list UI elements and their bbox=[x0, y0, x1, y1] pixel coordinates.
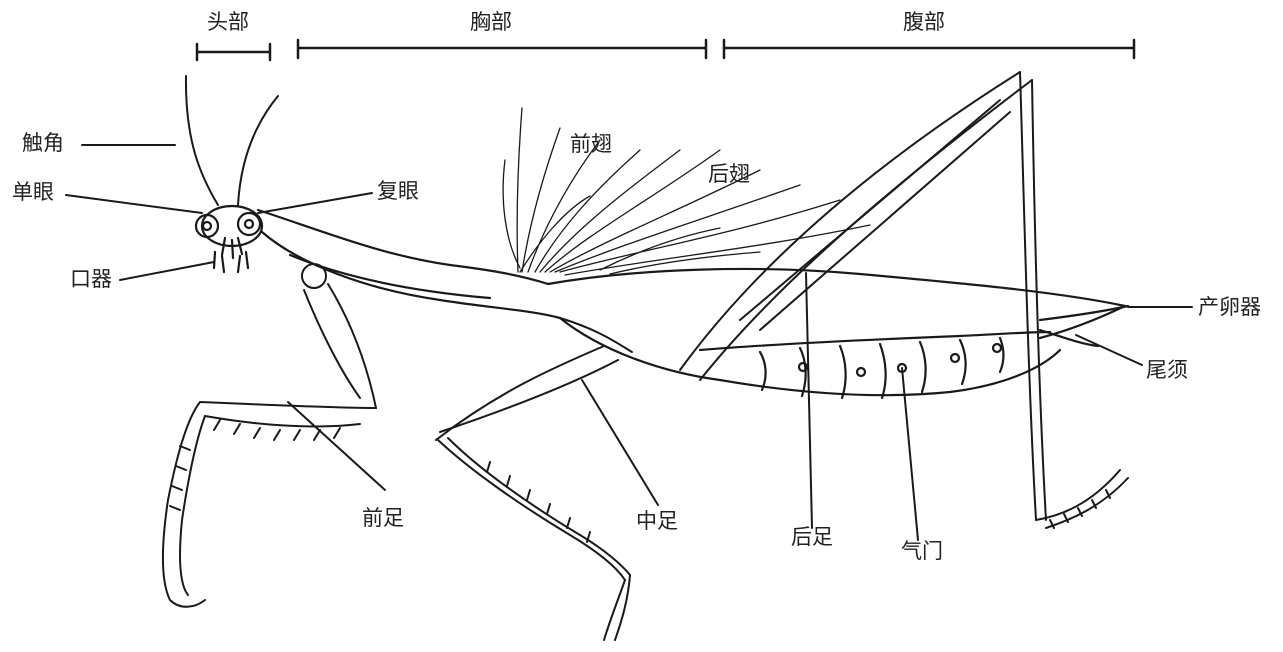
antennae bbox=[186, 76, 278, 205]
body bbox=[196, 206, 1128, 398]
leader-foreleg bbox=[288, 402, 385, 490]
label-forewing: 前翅 bbox=[570, 134, 612, 155]
label-cercus: 尾须 bbox=[1146, 360, 1188, 381]
head-bracket bbox=[197, 44, 270, 60]
abdomen-bracket bbox=[724, 40, 1134, 58]
label-hindleg: 后足 bbox=[791, 527, 833, 548]
leader-ocellus bbox=[66, 195, 202, 213]
label-compound-eye: 复眼 bbox=[377, 181, 419, 202]
section-label-head: 头部 bbox=[207, 12, 249, 33]
leader-mouthparts bbox=[120, 262, 214, 280]
thorax-bracket bbox=[298, 40, 706, 58]
label-hindwing: 后翅 bbox=[708, 164, 750, 185]
leader-midleg bbox=[582, 380, 658, 505]
mid-leg bbox=[436, 318, 632, 640]
label-ovipositor: 产卵器 bbox=[1198, 297, 1261, 318]
leader-hindleg bbox=[806, 273, 812, 528]
right-eye bbox=[238, 213, 260, 235]
left-eye bbox=[196, 215, 218, 237]
leader-compound-eye bbox=[258, 193, 372, 213]
section-label-abdomen: 腹部 bbox=[903, 12, 945, 33]
label-antenna: 触角 bbox=[22, 133, 64, 154]
label-mouthparts: 口器 bbox=[70, 269, 112, 290]
label-foreleg: 前足 bbox=[362, 508, 404, 529]
section-brackets bbox=[197, 40, 1134, 60]
hind-leg bbox=[680, 72, 1128, 528]
leader-cercus bbox=[1076, 335, 1142, 365]
fore-leg bbox=[163, 264, 376, 607]
label-ocellus: 单眼 bbox=[12, 182, 54, 203]
label-midleg: 中足 bbox=[636, 511, 678, 532]
label-spiracle: 气门 bbox=[901, 541, 943, 562]
section-label-thorax: 胸部 bbox=[470, 12, 512, 33]
wings bbox=[503, 108, 870, 275]
